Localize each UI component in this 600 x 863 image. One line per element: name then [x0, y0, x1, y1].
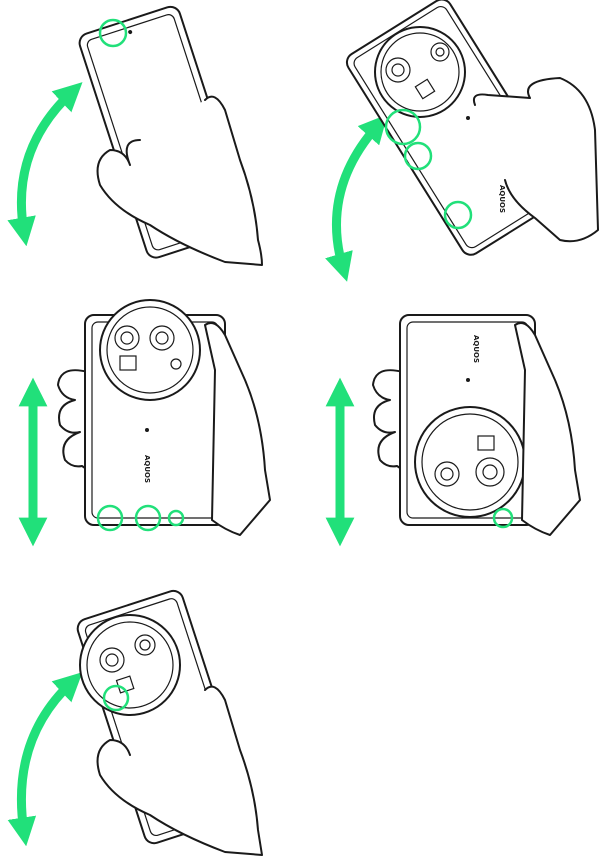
highlight-bottom-port	[134, 504, 162, 532]
hand	[57, 369, 89, 471]
highlight-bottom-port	[96, 504, 124, 532]
hand	[204, 322, 271, 536]
hand	[96, 685, 263, 856]
brand-logo: AQUOS	[143, 455, 151, 483]
highlight-side-button	[102, 684, 130, 712]
brand-logo: AQUOS	[498, 185, 506, 213]
swing-arrow-icon	[7, 82, 83, 247]
panel-2-back-tilted: AQUOS	[325, 0, 599, 282]
highlight-side-button	[403, 141, 433, 171]
highlight-bottom-port	[167, 509, 185, 527]
hand	[514, 322, 581, 536]
camera-module	[374, 26, 466, 118]
hand	[96, 95, 263, 266]
highlight-side-button	[443, 200, 473, 230]
panel-1-front-tilted	[7, 5, 263, 266]
panel-4-back-upright-inverted: AQUOS	[325, 314, 581, 547]
panel-5-back-tilted: AQUOS	[7, 589, 263, 856]
swing-arrow-icon	[325, 114, 388, 282]
hand	[372, 369, 404, 471]
camera-module	[99, 299, 201, 401]
camera-module	[414, 406, 526, 518]
highlight-top-sensor	[98, 18, 128, 48]
camera-module	[79, 614, 181, 716]
hand	[472, 77, 599, 243]
panel-3-back-upright: AQUOS	[18, 299, 271, 547]
brand-logo: AQUOS	[472, 335, 480, 363]
highlight-side-button	[384, 108, 422, 146]
highlight-bottom-port	[492, 507, 514, 529]
swing-arrow-icon	[7, 672, 83, 847]
